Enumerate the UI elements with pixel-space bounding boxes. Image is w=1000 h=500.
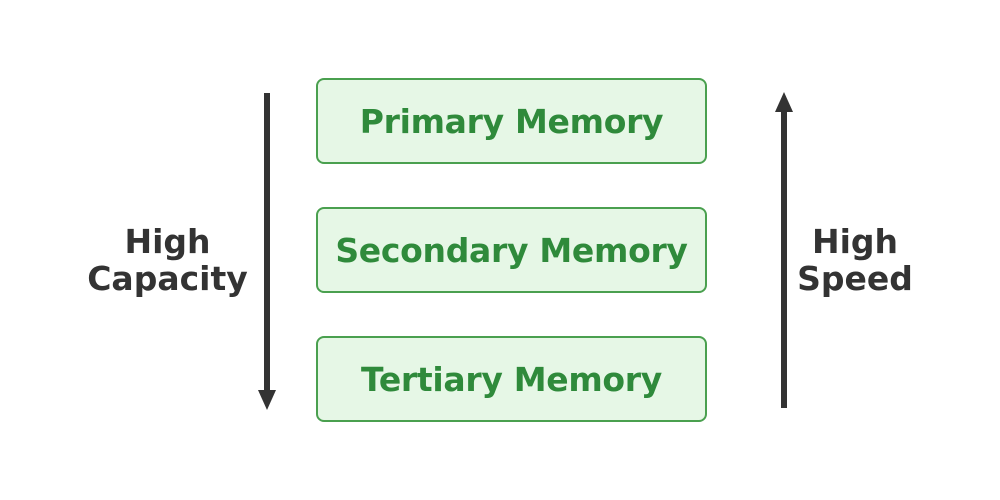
capacity-arrowhead xyxy=(258,390,276,410)
high-speed-label: High Speed xyxy=(770,223,940,297)
high-speed-line1: High xyxy=(811,222,899,261)
speed-arrowhead xyxy=(775,92,793,112)
secondary-memory-box: Secondary Memory xyxy=(316,207,707,293)
capacity-arrow-down xyxy=(258,93,276,410)
speed-arrow-up xyxy=(775,92,793,408)
primary-memory-label: Primary Memory xyxy=(359,101,664,141)
high-speed-line2: Speed xyxy=(797,259,913,298)
tertiary-memory-label: Tertiary Memory xyxy=(361,359,662,399)
tertiary-memory-box: Tertiary Memory xyxy=(316,336,707,422)
primary-memory-box: Primary Memory xyxy=(316,78,707,164)
secondary-memory-label: Secondary Memory xyxy=(335,230,688,270)
high-capacity-line1: High xyxy=(124,222,211,261)
high-capacity-line2: Capacity xyxy=(87,259,248,298)
high-capacity-label: High Capacity xyxy=(70,223,265,297)
